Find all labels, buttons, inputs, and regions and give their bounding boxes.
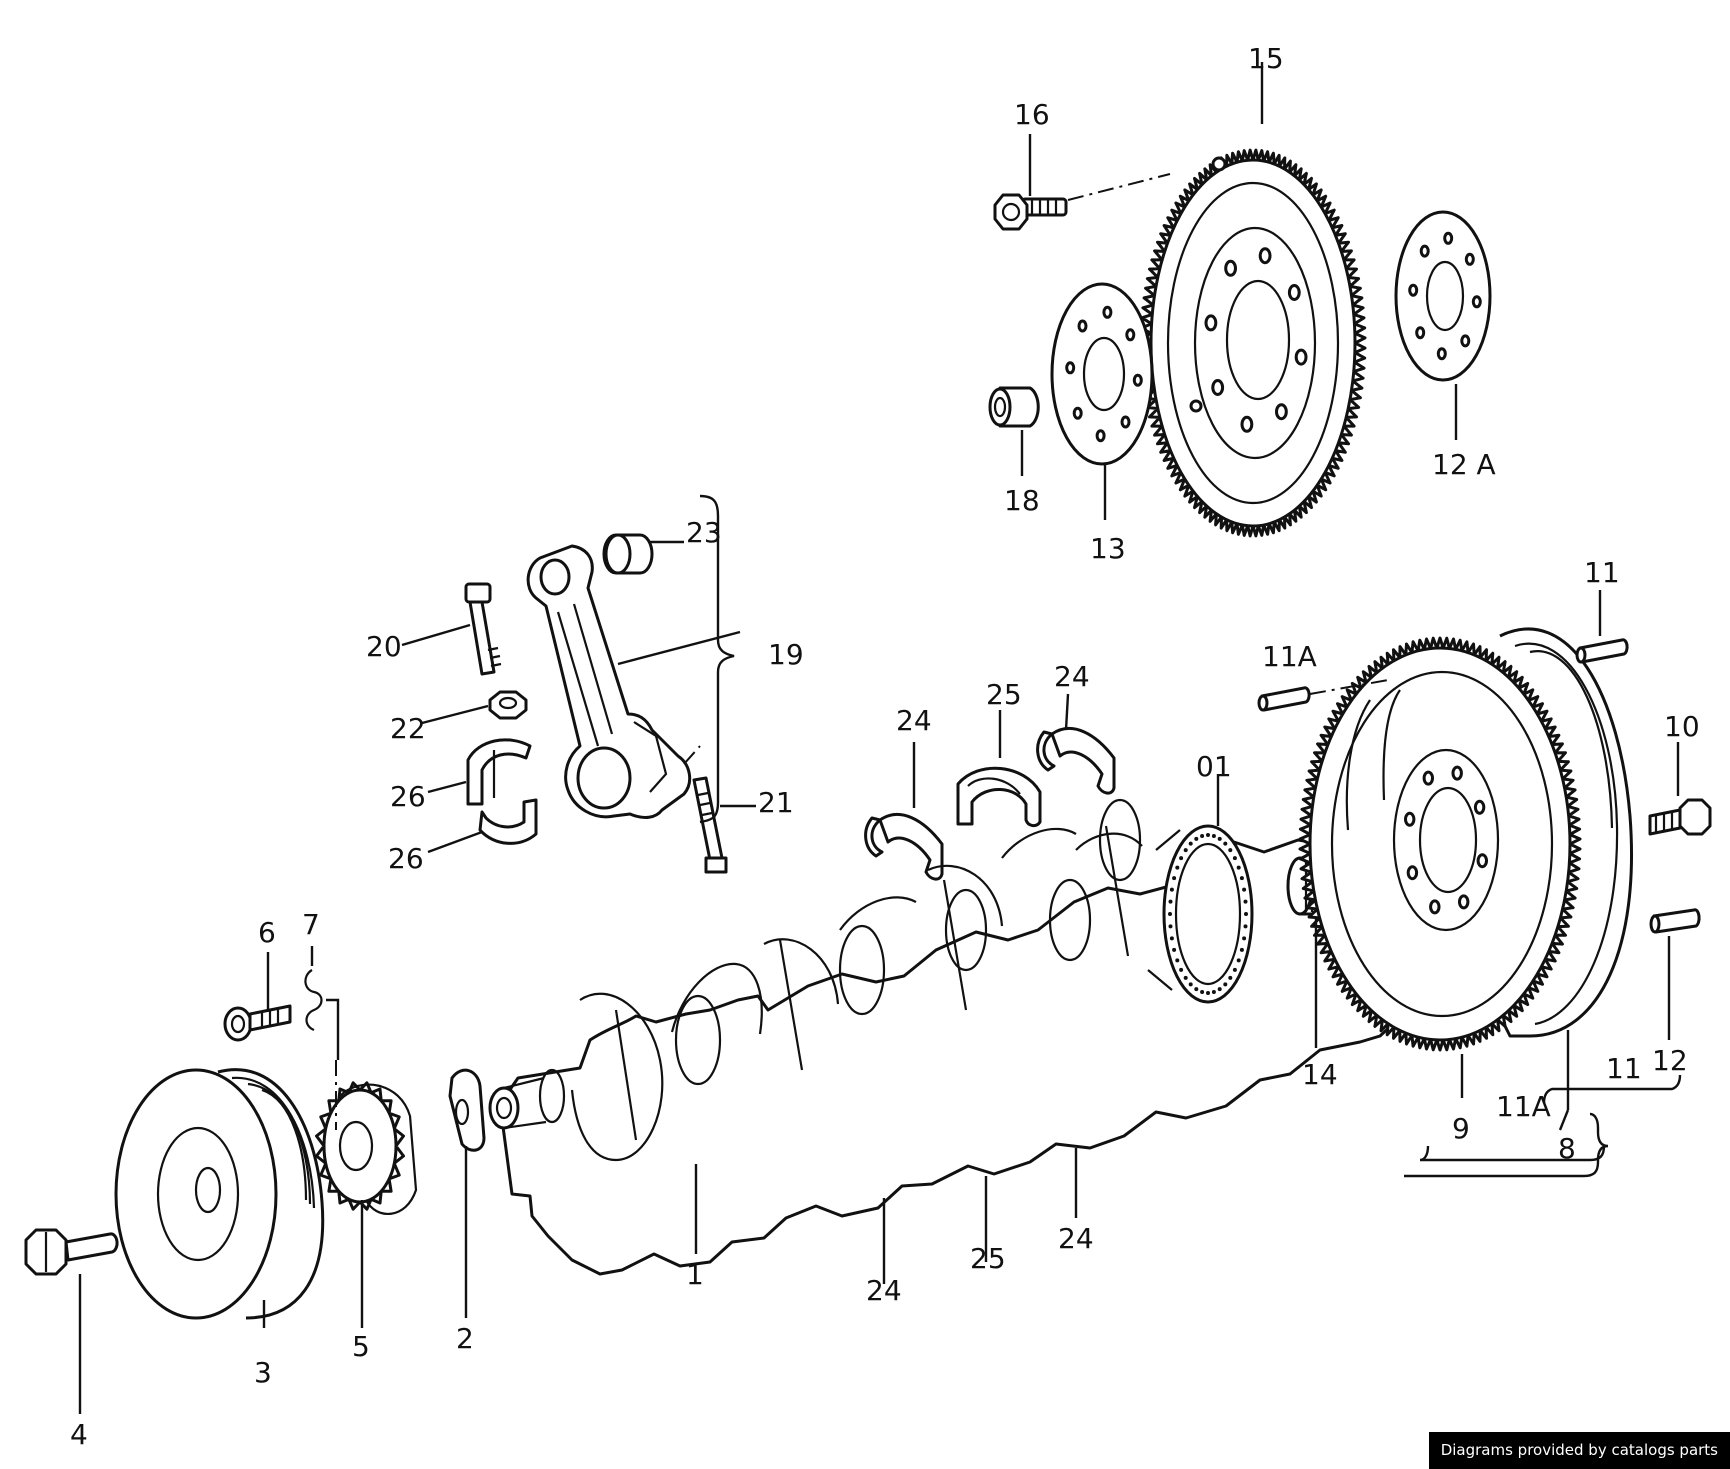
callout-26a: 26 xyxy=(390,780,426,813)
crankshaft xyxy=(488,798,1414,1276)
dowel-pin-11-top xyxy=(1575,638,1629,664)
dowel-pin-11a-top xyxy=(1257,686,1311,712)
credit-badge: Diagrams provided by catalogs parts xyxy=(1428,1432,1730,1469)
toothed-belt-sprocket xyxy=(315,1081,418,1215)
small-end-bush xyxy=(602,533,654,575)
callout-11a-top: 11A xyxy=(1262,640,1317,673)
callout-25a: 25 xyxy=(986,678,1022,711)
shim-plate-12a xyxy=(1394,210,1492,382)
main-bearing-shell-upper xyxy=(956,766,1042,828)
callout-21: 21 xyxy=(758,786,794,819)
callout-11a-bottom: 11A xyxy=(1496,1090,1551,1123)
callout-16: 16 xyxy=(1014,98,1050,131)
callout-13: 13 xyxy=(1090,532,1126,565)
callout-24b: 24 xyxy=(1054,660,1090,693)
callout-14: 14 xyxy=(1302,1058,1338,1091)
callout-2: 2 xyxy=(456,1322,474,1355)
callout-8: 8 xyxy=(1558,1132,1576,1165)
flywheel-bolt-10 xyxy=(1648,798,1712,836)
rod-bearing-shell-lower xyxy=(478,798,538,845)
rod-nut xyxy=(488,690,528,720)
flywheel xyxy=(1139,148,1367,538)
callout-20: 20 xyxy=(366,630,402,663)
callout-18: 18 xyxy=(1004,484,1040,517)
callout-01: 01 xyxy=(1196,750,1232,783)
callout-4: 4 xyxy=(70,1418,88,1451)
callout-25b: 25 xyxy=(970,1242,1006,1275)
callout-10: 10 xyxy=(1664,710,1700,743)
vibration-damper xyxy=(114,1068,325,1320)
bolt-6 xyxy=(223,1004,292,1042)
damper-bolt xyxy=(24,1228,119,1276)
callout-labels: 15 16 18 13 12 A 23 20 19 22 26 26 21 24… xyxy=(70,42,1700,1451)
rod-bolt xyxy=(464,582,502,676)
woodruff-key xyxy=(448,1068,486,1152)
callout-23: 23 xyxy=(686,516,722,549)
flywheel-bolt xyxy=(993,193,1068,231)
rod-bearing-shell-upper xyxy=(466,738,532,806)
callout-22: 22 xyxy=(390,712,426,745)
callout-9: 9 xyxy=(1452,1112,1470,1145)
callout-19: 19 xyxy=(768,638,804,671)
callout-24a: 24 xyxy=(896,704,932,737)
callout-11-top: 11 xyxy=(1584,556,1620,589)
connecting-rod xyxy=(526,544,692,819)
clip-7 xyxy=(304,969,323,1032)
dowel-pin-12 xyxy=(1649,908,1701,934)
callout-12a: 12 A xyxy=(1432,448,1496,481)
callout-3: 3 xyxy=(254,1356,272,1389)
shim-plate-13 xyxy=(1050,282,1154,466)
callout-24d: 24 xyxy=(1058,1222,1094,1255)
callout-6: 6 xyxy=(258,916,276,949)
callout-24c: 24 xyxy=(866,1274,902,1307)
thrust-washer-upper-left xyxy=(864,812,944,881)
rod-bolt-21 xyxy=(692,776,728,874)
callout-26b: 26 xyxy=(388,842,424,875)
thrust-washer-upper-right xyxy=(1036,726,1116,795)
leader-lines xyxy=(78,62,1682,1414)
callout-1: 1 xyxy=(686,1258,704,1291)
dual-mass-flywheel xyxy=(1298,627,1634,1052)
callout-7: 7 xyxy=(302,908,320,941)
callout-15: 15 xyxy=(1248,42,1284,75)
pilot-bush xyxy=(988,386,1040,428)
callout-12: 12 xyxy=(1652,1044,1688,1077)
callout-5: 5 xyxy=(352,1330,370,1363)
callout-11-bottom: 11 xyxy=(1606,1052,1642,1085)
